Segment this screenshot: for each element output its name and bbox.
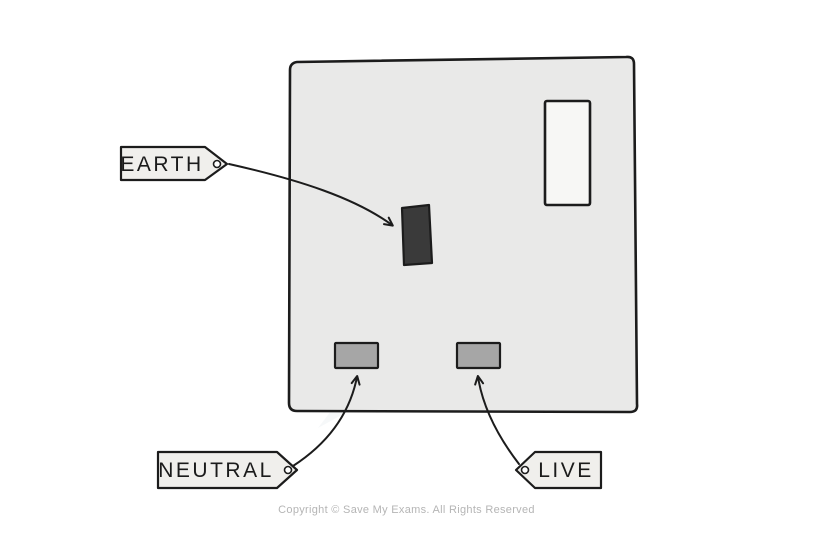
live-tag-hole xyxy=(520,465,530,475)
neutral-tag-hole xyxy=(283,465,293,475)
neutral-tag-shape xyxy=(156,450,299,490)
neutral-pin-slot xyxy=(333,341,380,370)
live-arrow xyxy=(474,375,520,465)
live-pin-slot xyxy=(455,341,502,370)
earth-tag: EARTH xyxy=(119,145,229,182)
neutral-tag: NEUTRAL xyxy=(156,450,299,490)
copyright-text: Copyright © Save My Exams. All Rights Re… xyxy=(278,504,535,516)
live-tag: LIVE xyxy=(514,450,603,490)
neutral-arrow xyxy=(292,375,361,467)
earth-arrow xyxy=(228,163,394,227)
switch-rocker xyxy=(543,99,592,207)
earth-tag-shape xyxy=(119,145,229,182)
neutral-label: NEUTRAL xyxy=(158,459,274,482)
live-label: LIVE xyxy=(538,459,594,482)
earth-label: EARTH xyxy=(120,153,203,176)
earth-pin-slot xyxy=(400,203,434,267)
earth-tag-hole xyxy=(212,159,222,169)
live-tag-shape xyxy=(514,450,603,490)
